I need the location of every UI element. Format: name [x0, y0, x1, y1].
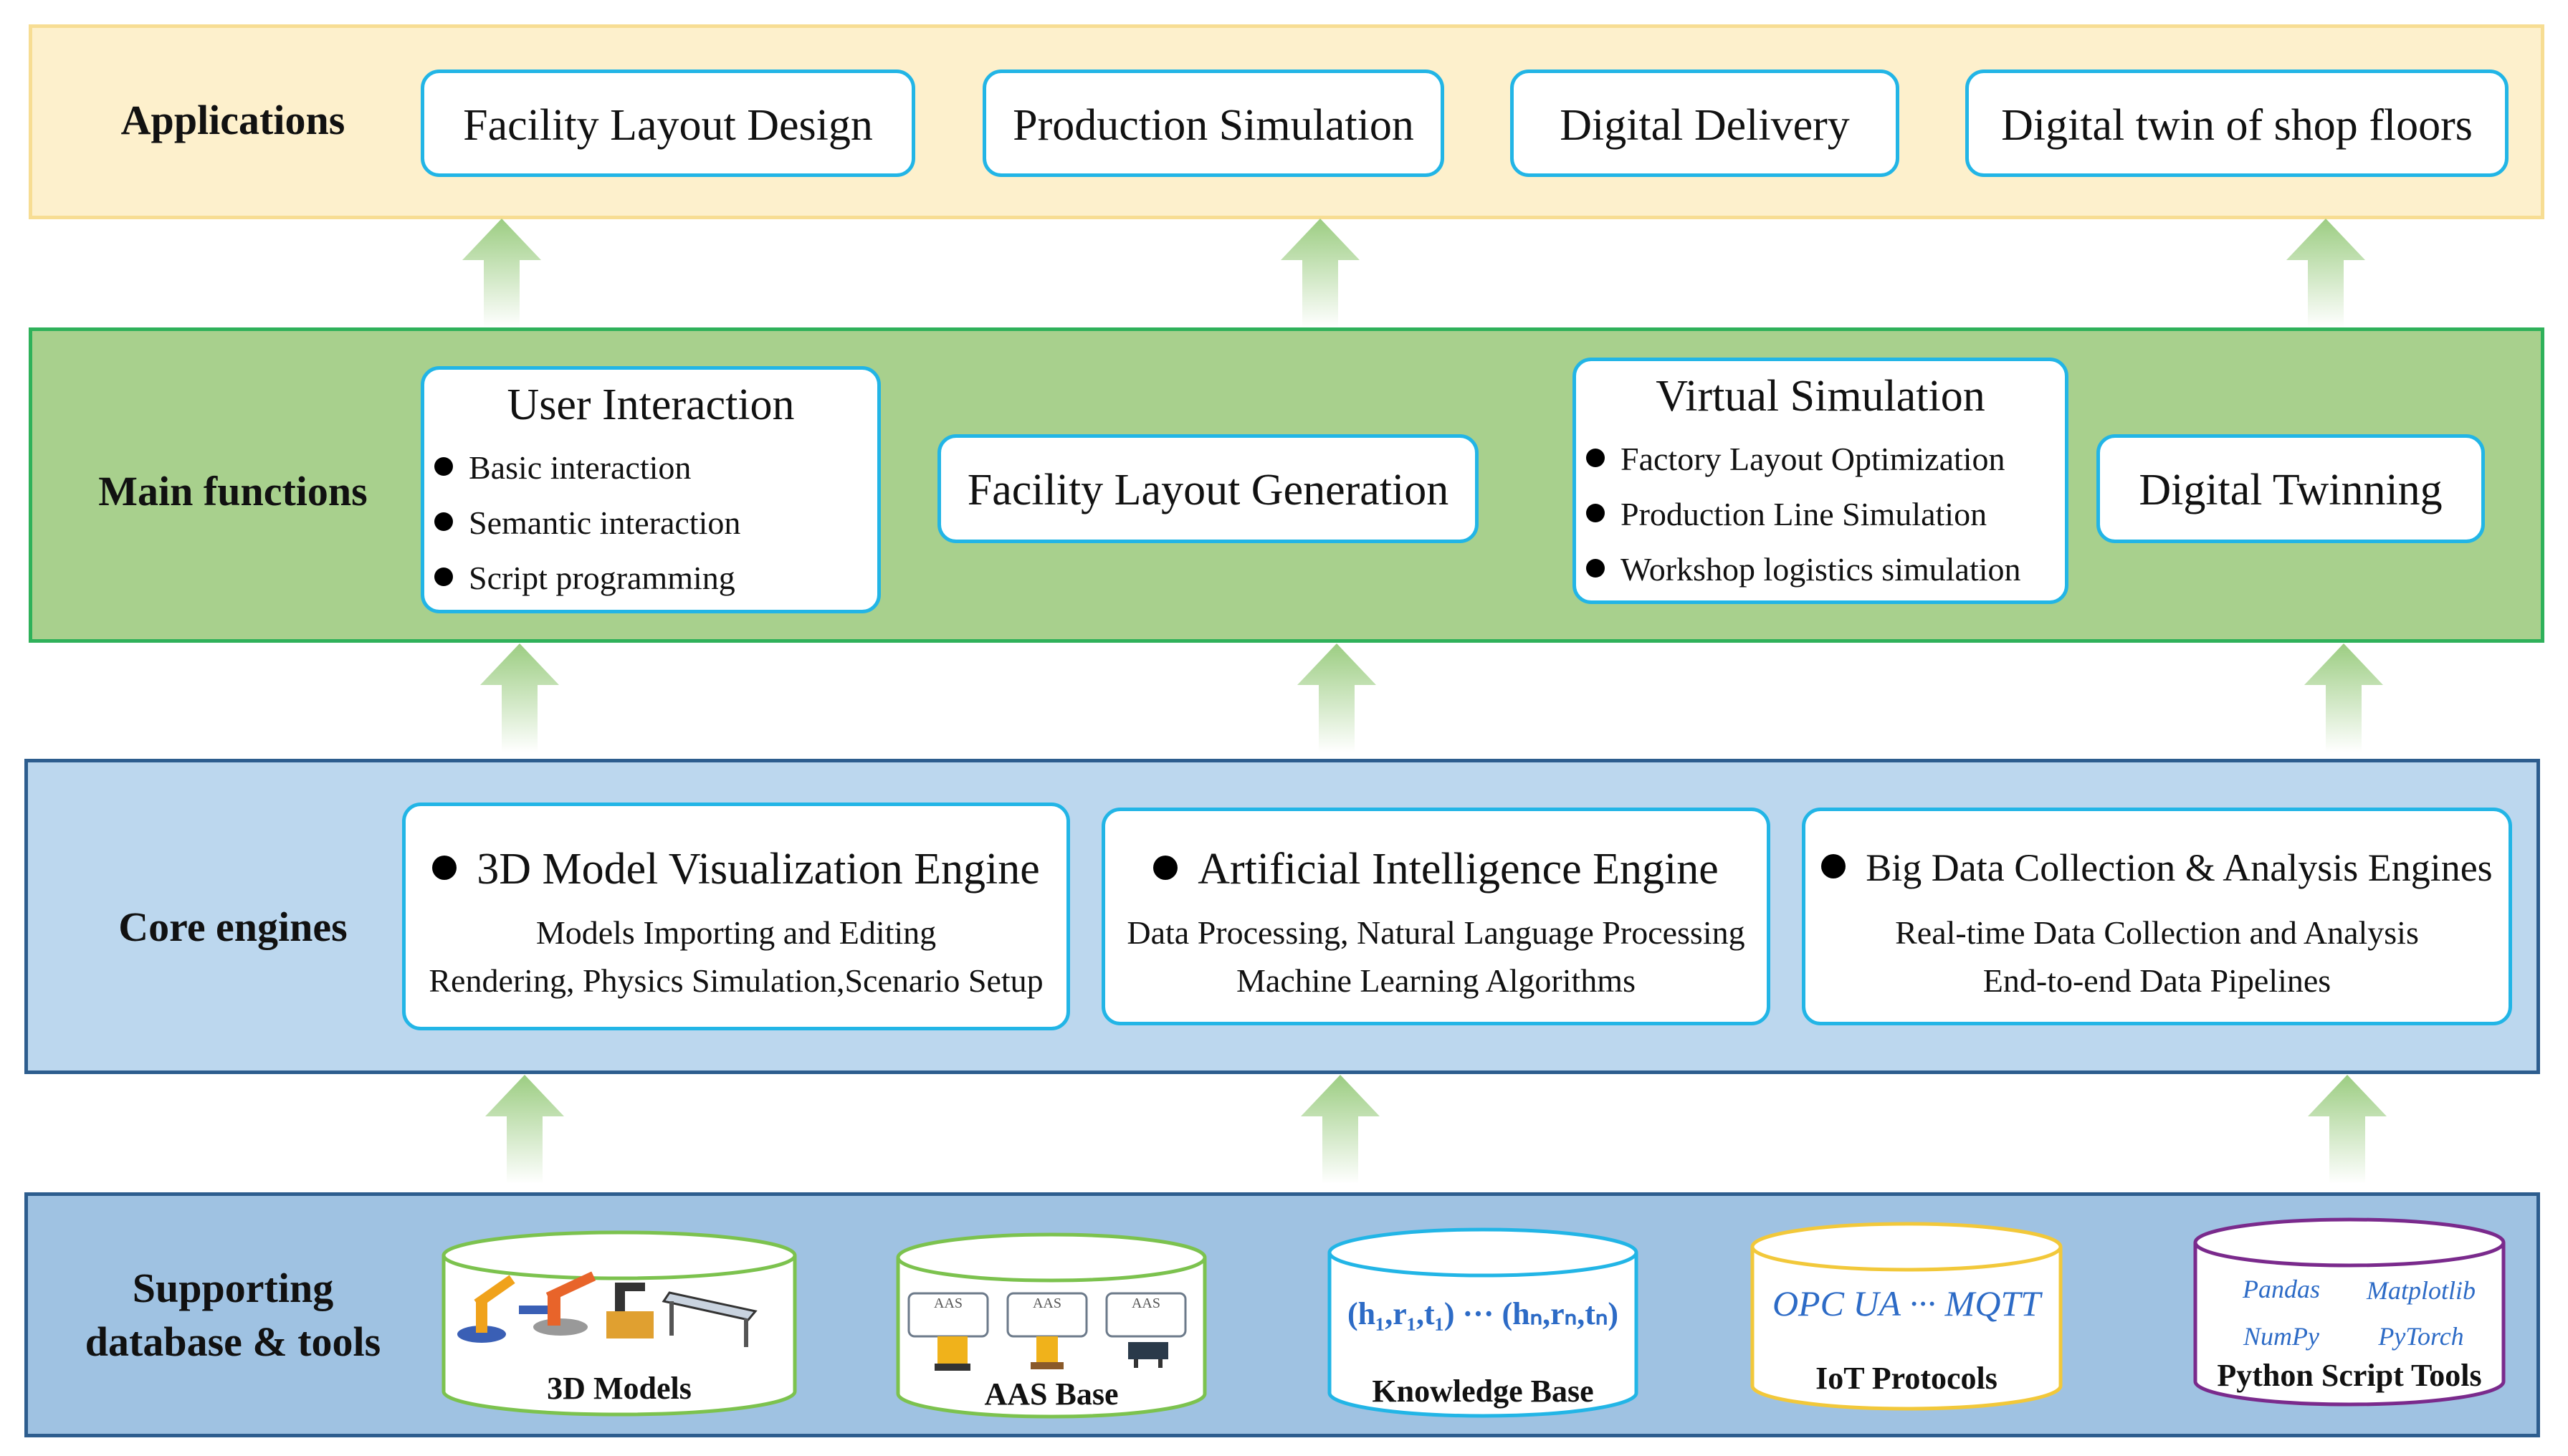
engine-title: Big Data Collection & Analysis Engines	[1805, 846, 2509, 890]
aas-tag-text: AAS	[1032, 1295, 1061, 1311]
applications-label: Applications	[120, 97, 345, 143]
cylinder-label: 3D Models	[547, 1371, 692, 1406]
app-digital-twin-shop-floors: Digital twin of shop floors	[1965, 70, 2509, 177]
cylinder-label: Python Script Tools	[2217, 1358, 2482, 1393]
aas-tag-text: AAS	[933, 1295, 963, 1311]
engine-title: 3D Model Visualization Engine	[406, 844, 1066, 895]
cylinder-label: AAS Base	[984, 1376, 1119, 1412]
core-engines-label: Core engines	[118, 904, 348, 950]
app-facility-layout-design: Facility Layout Design	[421, 70, 915, 177]
engine-line: Models Importing and Editing	[535, 914, 937, 951]
virtual-simulation-box: Virtual Simulation Factory Layout Optimi…	[1572, 358, 2068, 604]
cylinder-3d-models: 3D Models	[440, 1227, 798, 1420]
up-arrow	[2286, 219, 2365, 327]
app-production-simulation-label: Production Simulation	[1013, 101, 1414, 150]
facility-layout-generation-box: Facility Layout Generation	[937, 434, 1479, 543]
protocols-text: OPC UA ··· MQTT	[1772, 1283, 2041, 1323]
engine-big-data: Big Data Collection & Analysis Engines R…	[1802, 808, 2512, 1025]
cylinder-label: IoT Protocols	[1815, 1361, 1997, 1396]
triple-formula: (h₁,r₁,t₁) ··· (hₙ,rₙ,tₙ)	[1347, 1296, 1619, 1331]
lib-pytorch: PyTorch	[2378, 1322, 2464, 1351]
lib-numpy: NumPy	[2243, 1322, 2319, 1351]
up-arrow	[480, 643, 559, 752]
cylinder-label: Knowledge Base	[1372, 1374, 1594, 1409]
up-arrow	[2308, 1075, 2387, 1184]
machine-icon	[606, 1283, 654, 1338]
lib-pandas: Pandas	[2243, 1275, 2320, 1303]
robot-arm-icon	[457, 1275, 515, 1343]
up-arrow	[2304, 643, 2383, 752]
conveyor-icon	[662, 1291, 758, 1347]
app-digital-twin-shop-floors-label: Digital twin of shop floors	[2001, 101, 2473, 150]
engine-line: End-to-end Data Pipelines	[1982, 962, 2331, 999]
bullet-item: Factory Layout Optimization	[1586, 440, 2005, 478]
engine-line: Real-time Data Collection and Analysis	[1895, 914, 2419, 951]
engine-3d-visualization: 3D Model Visualization Engine Models Imp…	[402, 803, 1070, 1030]
facility-layout-generation-label: Facility Layout Generation	[967, 466, 1449, 514]
app-digital-delivery-label: Digital Delivery	[1560, 101, 1850, 150]
bullet-item: Basic interaction	[434, 449, 691, 487]
bullet-item: Semantic interaction	[434, 504, 740, 542]
app-digital-delivery: Digital Delivery	[1510, 70, 1899, 177]
engine-line: Rendering, Physics Simulation,Scenario S…	[429, 962, 1044, 999]
engine-line: Machine Learning Algorithms	[1236, 962, 1636, 999]
up-arrow	[1297, 643, 1376, 752]
user-interaction-box: User Interaction Basic interaction Seman…	[421, 366, 881, 613]
cylinder-knowledge-base: (h₁,r₁,t₁) ··· (hₙ,rₙ,tₙ) Knowledge Base	[1326, 1224, 1640, 1423]
lib-matplotlib: Matplotlib	[2367, 1276, 2476, 1305]
engine-title: Artificial Intelligence Engine	[1105, 844, 1767, 895]
up-arrow	[1301, 1075, 1380, 1184]
bullet-item: Production Line Simulation	[1586, 495, 1987, 533]
digital-twinning-box: Digital Twinning	[2096, 434, 2485, 543]
user-interaction-title: User Interaction	[507, 380, 795, 429]
cylinder-python-tools: Pandas Matplotlib NumPy PyTorch Python S…	[2192, 1214, 2507, 1412]
engine-line: Data Processing, Natural Language Proces…	[1127, 914, 1745, 951]
aas-tag-text: AAS	[1131, 1295, 1160, 1311]
aas-asset-icon	[935, 1336, 1168, 1371]
supporting-label: Supporting database & tools	[85, 1265, 381, 1366]
cylinder-iot-protocols: OPC UA ··· MQTT IoT Protocols	[1749, 1218, 2064, 1416]
main-functions-label: Main functions	[98, 468, 368, 514]
up-arrow	[1281, 219, 1360, 327]
virtual-simulation-title: Virtual Simulation	[1656, 372, 1985, 421]
app-facility-layout-design-label: Facility Layout Design	[463, 101, 873, 150]
bullet-item: Script programming	[434, 559, 735, 597]
engine-ai: Artificial Intelligence Engine Data Proc…	[1102, 808, 1770, 1025]
bullet-item: Workshop logistics simulation	[1586, 550, 2021, 588]
robot-arm-icon	[519, 1271, 596, 1336]
app-production-simulation: Production Simulation	[983, 70, 1444, 177]
cylinder-aas-base: AAS AAS AAS AAS Base	[894, 1229, 1208, 1424]
up-arrow	[485, 1075, 564, 1184]
up-arrow	[462, 219, 541, 327]
digital-twinning-label: Digital Twinning	[2139, 466, 2443, 514]
